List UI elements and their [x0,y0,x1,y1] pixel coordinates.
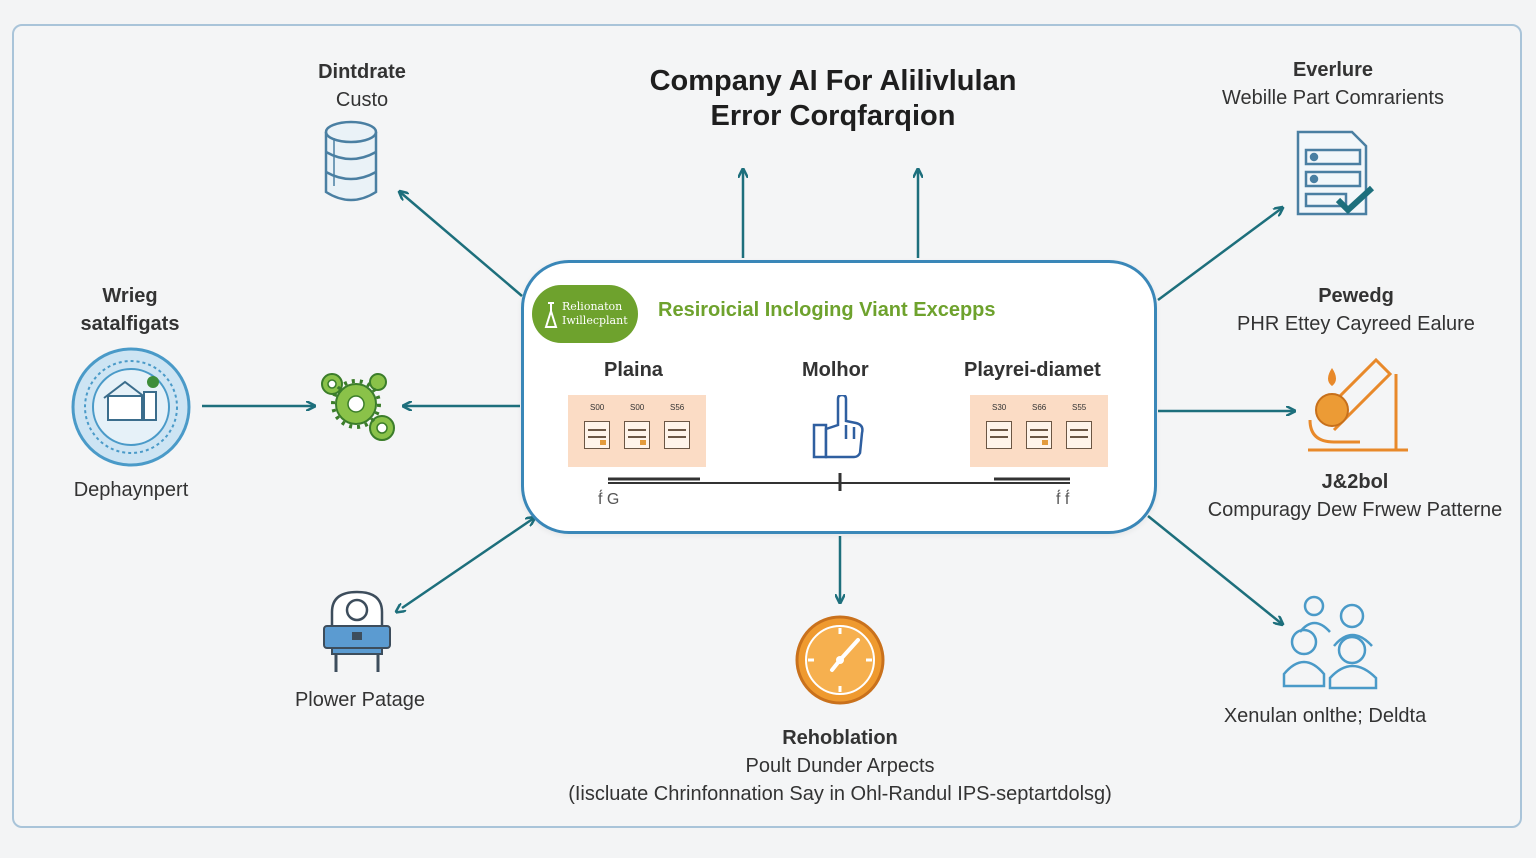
node-top-right-label: Everlure Webille Part Comrarients [1222,59,1444,109]
sheet-icon [1026,421,1052,449]
arrow-scanner-hub [402,518,534,608]
node-mid-right-label: Pewedg PHR Ettey Cayreed Ealure [1237,285,1475,335]
sheet-icon [1066,421,1092,449]
card-num: S66 [1032,403,1047,412]
hub-heading: Resiroicial Incloging Viant Excepps [658,299,996,321]
node-bottom-label: Rehoblation Poult Dunder Arpects (Iisclu… [568,727,1112,805]
microscope-icon [1308,357,1408,452]
sheet-icon [986,421,1012,449]
people-group-icon [1282,595,1378,690]
central-hub-panel: Relionaton Iwillecplant Resiroicial Incl… [521,260,1157,534]
card-num: S00 [630,403,645,412]
card-num: S00 [590,403,605,412]
sheet-icon [664,421,690,449]
node-right-lower-label: J&2bol Compuragy Dew Frwew Patterne [1207,471,1503,521]
scanner-icon [323,590,391,672]
hub-scale-left-label: f́ G [598,491,620,508]
node-bottom-left-caption: Plower Patage [294,689,426,711]
hub-col-right-title: Playrei-diamet [964,359,1101,381]
card-num: S30 [992,403,1007,412]
hub-col-left-title: Plaina [604,359,663,381]
diagram-title: Company AI For Alilivlulan Error Corqfar… [649,65,1017,132]
hub-badge: Relionaton Iwillecplant [532,285,638,343]
hub-right-card: S30 S66 S55 [970,395,1108,467]
sheet-icon [624,421,650,449]
checklist-icon [1296,130,1375,216]
node-bottom-right-caption: Xenulan onlthe; Deldta [1223,705,1427,727]
node-left-title: Wrieg satalfigats [80,285,180,335]
hub-col-mid-title: Molhor [802,359,869,381]
card-num: S55 [1072,403,1087,412]
sheet-icon [584,421,610,449]
hub-left-card: S00 S00 S56 [568,395,706,467]
arrow-to-checklist [1157,208,1282,302]
clock-icon [795,615,885,705]
pointing-hand-icon [812,395,864,459]
gears-icon [321,373,395,441]
flask-icon [544,302,558,328]
department-badge-icon [71,347,191,467]
arrow-to-people [1147,515,1282,624]
hub-scale-right-label: f́ f́ [1056,491,1070,508]
card-num: S56 [670,403,685,412]
database-icon [324,120,378,202]
node-left-caption: Dephaynpert [73,479,189,501]
hub-scale-line [608,473,1070,491]
node-top-left-label: Dintdrate Custo [318,61,406,111]
arrow-to-database [400,192,523,297]
